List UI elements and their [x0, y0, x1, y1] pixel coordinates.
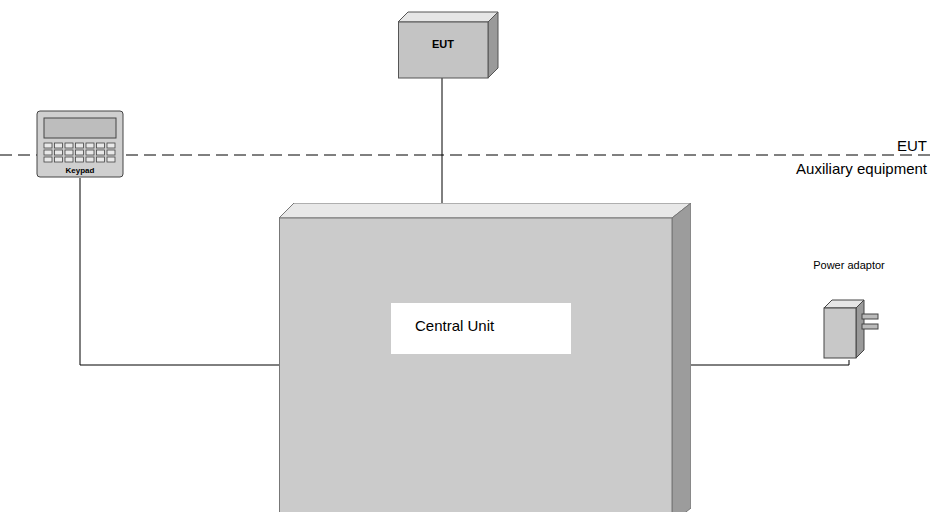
keypad-key — [107, 150, 115, 155]
keypad-device: Keypad — [36, 110, 124, 178]
box-side — [488, 12, 498, 78]
keypad-key — [55, 157, 63, 162]
box-front — [399, 22, 489, 78]
keypad-key — [97, 157, 105, 162]
connector-line — [442, 78, 443, 211]
keypad-key — [86, 143, 94, 148]
label-panel: Central Unit — [391, 303, 571, 354]
node-outline — [279, 203, 691, 512]
box-label: EUT — [398, 38, 488, 50]
device-label: Power adaptor — [812, 258, 886, 272]
keypad-key — [97, 150, 105, 155]
keypad-key — [107, 143, 115, 148]
keypad-key — [65, 150, 73, 155]
keypad-key — [76, 157, 84, 162]
node-outline — [812, 258, 886, 362]
keypad-key — [86, 150, 94, 155]
box-label: Central Unit — [415, 317, 494, 334]
box-top — [398, 12, 498, 22]
connector-line — [80, 178, 279, 365]
region-label: EUT — [895, 137, 929, 154]
central-unit-box: Central Unit — [279, 203, 691, 512]
connector-line — [681, 360, 849, 365]
adaptor-front — [824, 308, 856, 358]
keypad-key — [44, 157, 52, 162]
keypad-key — [107, 157, 115, 162]
keypad-key — [55, 150, 63, 155]
box-front — [280, 218, 673, 512]
keypad-key — [44, 150, 52, 155]
keypad-key — [65, 157, 73, 162]
box-top — [279, 203, 691, 218]
keypad-label: Keypad — [36, 166, 124, 175]
keypad-key — [97, 143, 105, 148]
keypad-key — [55, 143, 63, 148]
box-side — [672, 203, 691, 512]
region-label: Auxiliary equipment — [794, 160, 929, 177]
keypad-body — [37, 111, 123, 177]
keypad-key — [44, 143, 52, 148]
adaptor-prong — [862, 324, 878, 329]
keypad-key — [76, 143, 84, 148]
keypad-key — [86, 157, 94, 162]
adaptor-prong — [862, 314, 878, 319]
eut-box: EUT — [398, 10, 500, 80]
keypad-key — [76, 150, 84, 155]
power-adaptor: Power adaptor — [812, 258, 886, 362]
dashed-boundary — [0, 155, 933, 156]
keypad-display — [44, 118, 116, 138]
keypad-key — [65, 143, 73, 148]
